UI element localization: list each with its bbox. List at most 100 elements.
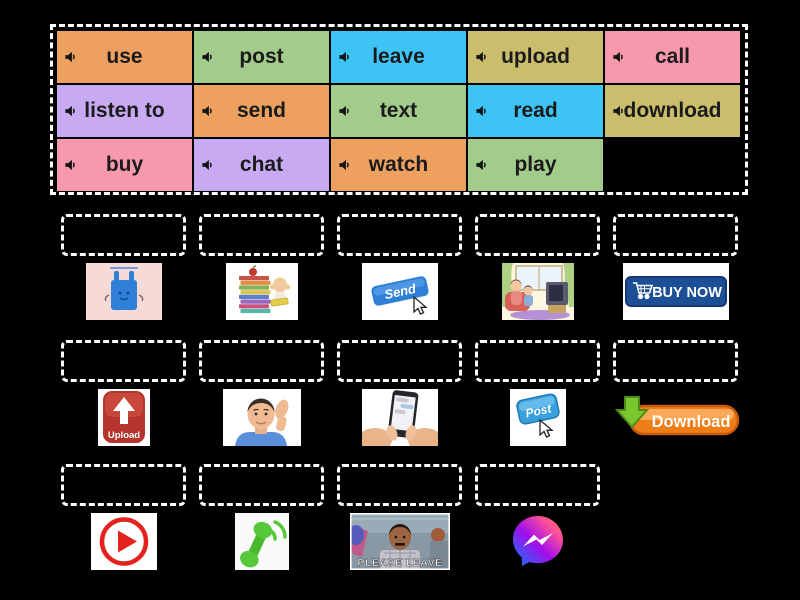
viewers	[504, 279, 533, 311]
image-texting-on-phone[interactable]	[361, 388, 438, 446]
speaker-button[interactable]	[475, 51, 488, 64]
cursor-icon	[412, 295, 428, 315]
download-label: Download	[651, 413, 730, 431]
match-item-texting-on-phone	[337, 340, 462, 446]
image-buy-now-button[interactable]: BUY NOW	[622, 262, 729, 320]
drop-zone-send-button[interactable]	[337, 214, 462, 256]
hands	[361, 424, 438, 446]
speaker-button[interactable]	[64, 159, 77, 172]
match-item-girl-reading-books	[199, 214, 324, 320]
speaker-button[interactable]	[475, 159, 488, 172]
cart-icon	[632, 281, 653, 299]
word-tile-label: play	[514, 153, 557, 176]
buy-now-label: BUY NOW	[652, 285, 722, 301]
word-tile-label: leave	[372, 45, 425, 68]
drop-zone-please-leave-video[interactable]	[337, 464, 462, 506]
word-tile-watch[interactable]: watch	[331, 139, 466, 191]
word-tile-chat[interactable]: chat	[194, 139, 329, 191]
word-tile-listen-to[interactable]: listen to	[57, 85, 192, 137]
speaker-button[interactable]	[64, 105, 77, 118]
speaker-icon	[65, 105, 75, 117]
plastic-bag-icon	[104, 270, 143, 310]
image-please-leave-video[interactable]: PLEASE LEAVE	[349, 512, 450, 570]
speaker-icon	[476, 51, 486, 63]
drop-zone-play-button[interactable]	[61, 464, 186, 506]
image-upload-button[interactable]: Upload	[97, 388, 150, 446]
word-tile-label: post	[239, 45, 284, 68]
match-item-watching-tv	[475, 214, 600, 320]
drop-zone-man-listening[interactable]	[199, 340, 324, 382]
image-play-button[interactable]	[90, 512, 157, 570]
speaker-button[interactable]	[475, 105, 488, 118]
word-tile-buy[interactable]: buy	[57, 139, 192, 191]
drop-zone-buy-now-button[interactable]	[613, 214, 738, 256]
drop-zone-plastic-bag[interactable]	[61, 214, 186, 256]
word-tile-play[interactable]: play	[468, 139, 603, 191]
speaker-button[interactable]	[201, 105, 214, 118]
speaker-icon	[339, 159, 349, 171]
post-key: Post	[515, 392, 560, 425]
match-item-please-leave-video: PLEASE LEAVE	[337, 464, 462, 570]
speaker-button[interactable]	[338, 51, 351, 64]
drop-zone-watching-tv[interactable]	[475, 214, 600, 256]
match-item-plastic-bag	[61, 214, 186, 320]
word-tile-text[interactable]: text	[331, 85, 466, 137]
drop-zone-girl-reading-books[interactable]	[199, 214, 324, 256]
handset-icon	[239, 521, 272, 567]
speaker-button[interactable]	[338, 159, 351, 172]
image-messenger-logo[interactable]	[511, 512, 565, 570]
match-item-buy-now-button: BUY NOW	[613, 214, 738, 320]
word-tile-upload[interactable]: upload	[468, 31, 603, 83]
image-girl-reading-books[interactable]	[225, 262, 298, 320]
image-send-button[interactable]: Send	[361, 262, 438, 320]
send-key: Send	[370, 275, 429, 306]
word-tile-label: listen to	[84, 99, 165, 122]
drop-zone-upload-button[interactable]	[61, 340, 186, 382]
drop-zone-messenger-logo[interactable]	[475, 464, 600, 506]
image-phone-call[interactable]	[234, 512, 289, 570]
speaker-button[interactable]	[201, 159, 214, 172]
drop-zone-download-button[interactable]	[613, 340, 738, 382]
match-item-upload-button: Upload	[61, 340, 186, 446]
up-arrow-icon	[112, 396, 135, 424]
match-item-download-button: Download	[612, 340, 740, 446]
speaker-icon	[339, 51, 349, 63]
image-download-button[interactable]: Download	[612, 388, 740, 446]
speaker-button[interactable]	[64, 51, 77, 64]
speaker-icon	[65, 159, 75, 171]
speaker-button[interactable]	[612, 51, 625, 64]
tv-icon	[545, 281, 568, 313]
speaker-button[interactable]	[612, 105, 625, 118]
drop-zone-phone-call[interactable]	[199, 464, 324, 506]
tiny-caption	[109, 266, 138, 269]
word-tile-call[interactable]: call	[605, 31, 740, 83]
match-row: Send BUY NOW	[61, 214, 751, 320]
drop-zone-texting-on-phone[interactable]	[337, 340, 462, 382]
word-tile-leave[interactable]: leave	[331, 31, 466, 83]
book-stack-icon	[238, 264, 270, 313]
match-item-man-listening	[199, 340, 324, 446]
signal-waves-icon	[266, 519, 287, 541]
image-plastic-bag[interactable]	[85, 262, 162, 320]
word-tile-post[interactable]: post	[194, 31, 329, 83]
image-post-button[interactable]: Post	[509, 388, 566, 446]
speaker-icon	[476, 159, 486, 171]
match-item-play-button	[61, 464, 186, 570]
word-tile-download[interactable]: download	[605, 85, 740, 137]
drop-zone-post-button[interactable]	[475, 340, 600, 382]
word-tile-send[interactable]: send	[194, 85, 329, 137]
send-button-label: Send	[382, 280, 417, 302]
speaker-icon	[65, 51, 75, 63]
word-tile-label: send	[236, 99, 286, 122]
word-tile-read[interactable]: read	[468, 85, 603, 137]
speaker-icon	[476, 105, 486, 117]
image-watching-tv[interactable]	[501, 262, 574, 320]
image-man-listening[interactable]	[222, 388, 301, 446]
upload-label: Upload	[107, 430, 139, 441]
word-tile-use[interactable]: use	[57, 31, 192, 83]
speaker-button[interactable]	[201, 51, 214, 64]
speaker-button[interactable]	[338, 105, 351, 118]
reading-girl	[269, 277, 290, 307]
